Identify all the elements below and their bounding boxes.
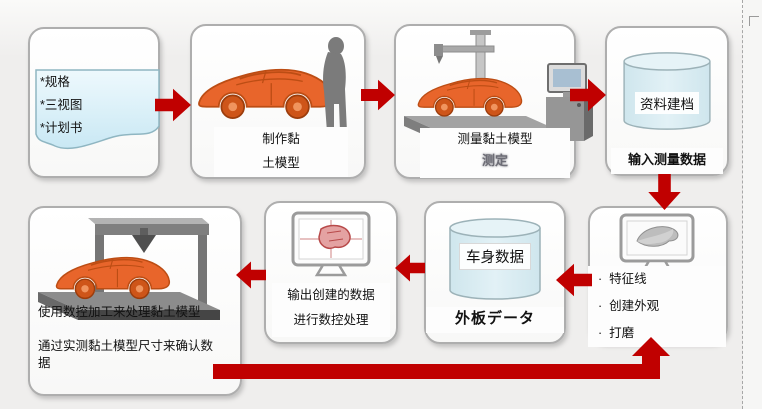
arrow-archive-to-design-icon — [648, 174, 681, 210]
car-with-person-illustration — [198, 37, 347, 132]
caption-line: 进行数控处理 — [293, 313, 369, 327]
surface-monitor-icon — [619, 213, 695, 273]
bullet-item: · 创建外观 — [598, 293, 726, 320]
archive-caption: 输入测量数据 — [611, 148, 723, 174]
step-output-nc-box: 输出创建的数据 进行数控处理 — [264, 201, 398, 344]
caption-line: 土模型 — [262, 156, 300, 170]
page-margin-strip — [743, 0, 762, 409]
step-cnc-machining-box: 使用数控加工来处理黏土模型 通过实测黏土模型尺寸来确认数据 — [28, 206, 242, 396]
database-cylinder-icon — [623, 52, 711, 130]
measure-clay-model-caption: 测量黏土模型 测定 — [420, 128, 570, 178]
arrow-specs-to-make-icon — [155, 88, 191, 122]
step-measure-clay-model-box: 测量黏土模型 测定 — [394, 24, 593, 179]
nc-sketch-monitor-icon — [291, 211, 371, 277]
arrow-bodydata-to-output-icon — [395, 254, 425, 282]
body-data-cylinder-label: 车身数据 — [459, 243, 531, 270]
page-break-line — [742, 0, 743, 409]
document-icon — [35, 69, 160, 150]
bullet-label: 打磨 — [609, 326, 635, 340]
step-make-clay-model-box: 制作黏 土模型 — [190, 24, 366, 179]
step-data-archive-box: 资料建档 输入测量数据 — [605, 26, 729, 176]
caption-line: 测量黏土模型 — [457, 132, 533, 146]
caption-sub: 测定 — [481, 153, 508, 168]
specs-line: *计划书 — [40, 121, 83, 135]
specs-line: *规格 — [40, 75, 70, 89]
bullet-dot: · — [598, 326, 603, 340]
bullet-label: 创建外观 — [609, 299, 660, 313]
person-icon — [323, 37, 347, 132]
page-corner-mark — [749, 16, 759, 26]
bullet-item: · 特征线 — [598, 266, 726, 293]
car-icon — [198, 68, 334, 119]
specs-line: *三视图 — [40, 98, 83, 112]
arrow-make-to-measure-icon — [361, 79, 395, 111]
arrow-output-to-cnc-icon — [236, 261, 266, 289]
specs-text: *规格 *三视图 *计划书 — [40, 71, 150, 140]
arrow-design-to-bodydata-icon — [556, 263, 592, 297]
make-clay-model-caption: 制作黏 土模型 — [214, 127, 348, 177]
step-design-box: · 特征线 · 创建外观 · 打磨 — [588, 206, 728, 347]
bullet-dot: · — [598, 299, 603, 313]
caption-line: 制作黏 — [262, 132, 300, 146]
arrow-measure-to-archive-icon — [570, 78, 606, 112]
step-specs-box: *规格 *三视图 *计划书 — [28, 27, 160, 178]
output-nc-caption: 输出创建的数据 进行数控处理 — [272, 283, 390, 337]
cnc-caption-line2: 通过实测黏土模型尺寸来确认数据 — [38, 339, 214, 370]
cnc-caption-line1: 使用数控加工来处理黏土模型 — [38, 305, 201, 319]
bullet-dot: · — [598, 272, 603, 286]
bullet-item: · 打磨 — [598, 320, 726, 347]
bullet-label: 特征线 — [609, 272, 647, 286]
feedback-arrow-icon — [213, 337, 670, 379]
archive-cylinder-label: 资料建档 — [635, 92, 699, 114]
car-icon — [417, 77, 523, 117]
measuring-arm-icon — [434, 30, 495, 83]
cnc-gantry-icon — [38, 218, 220, 320]
step-body-data-box: 车身数据 外板データ — [424, 201, 566, 344]
design-bullet-list: · 特征线 · 创建外观 · 打磨 — [588, 266, 726, 347]
body-data-caption: 外板データ — [426, 307, 564, 333]
caption-line: 输出创建的数据 — [287, 288, 375, 302]
